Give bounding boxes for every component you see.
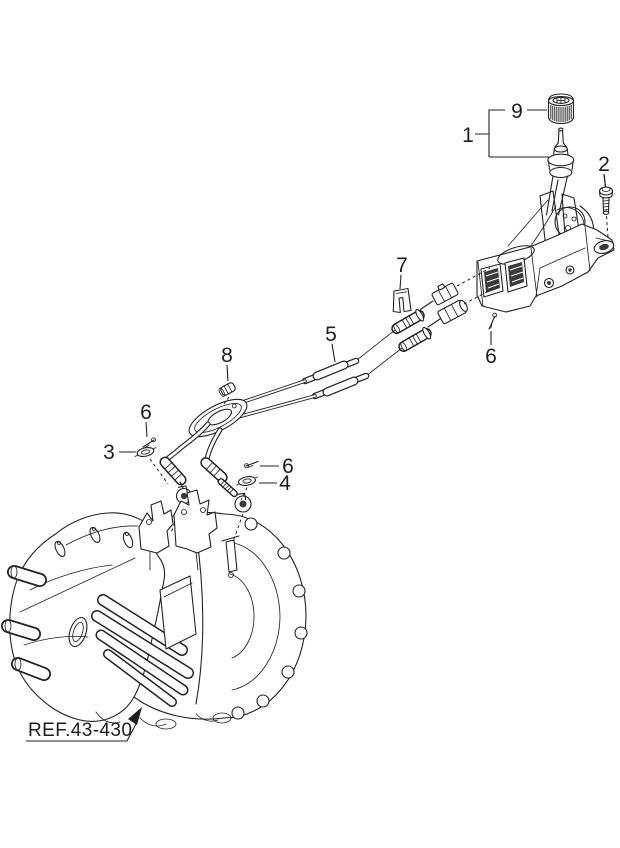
callout-9-label: 9 [511,100,523,123]
washer-4 [236,476,258,486]
assembly-line-upper [456,267,491,287]
assembly-line-lower [463,285,499,305]
callout-7-label: 7 [396,254,408,277]
mounting-bolt [598,173,614,238]
callout-labels: 1 2 3 4 5 6 6 6 7 8 9 [103,100,610,495]
washer4-assembly-line [240,487,248,501]
mount-boss [593,237,615,254]
washer3-assembly-line [149,458,169,485]
retainer-clip [392,287,412,314]
cable-connector-lower [437,299,468,325]
callout-1-label: 1 [462,124,474,147]
knob-ribs [550,105,572,123]
shift-lever-stem [545,127,575,216]
cotter-pin-upper [488,312,498,330]
shift-knob [547,93,575,125]
top-brackets [138,489,240,578]
bell-bolt-bosses [231,517,308,720]
washer-3 [134,446,157,458]
cable-lower-ends [159,421,252,548]
cable-coupler-lower [398,326,432,352]
reference-arrowhead [128,707,142,725]
callout-3-label: 3 [103,441,115,464]
callout-2-label: 2 [598,153,610,176]
cable-port-right [504,257,528,293]
cotter-pin-left [142,437,156,449]
callout-5-label: 5 [325,323,337,346]
reference-callout: REF.43-430 [26,707,142,742]
shift-pattern-icon [556,97,566,104]
callout-6b-label: 6 [282,455,294,478]
callout-leaders [119,109,607,484]
cable-adjuster-right [200,457,228,483]
cable-adjuster-left [159,456,187,486]
callout-6c-label: 6 [485,345,497,368]
case-bosses-left [1,565,51,681]
cable-threaded-rod-right [217,478,238,498]
transmission-housing [1,489,308,730]
cable-port-left [480,263,504,298]
callout-8-label: 8 [221,344,233,367]
reference-label: REF.43-430 [28,720,132,741]
callout-4-label: 4 [279,472,291,495]
shifter-base-bracket [476,190,615,313]
grommet [218,382,236,397]
cable-connector-upper [431,282,459,306]
cable-coupler-upper [391,308,425,334]
grommet-assembly-line [223,396,230,405]
callout-6a-label: 6 [140,401,152,424]
cotter-pin-right [244,460,259,469]
